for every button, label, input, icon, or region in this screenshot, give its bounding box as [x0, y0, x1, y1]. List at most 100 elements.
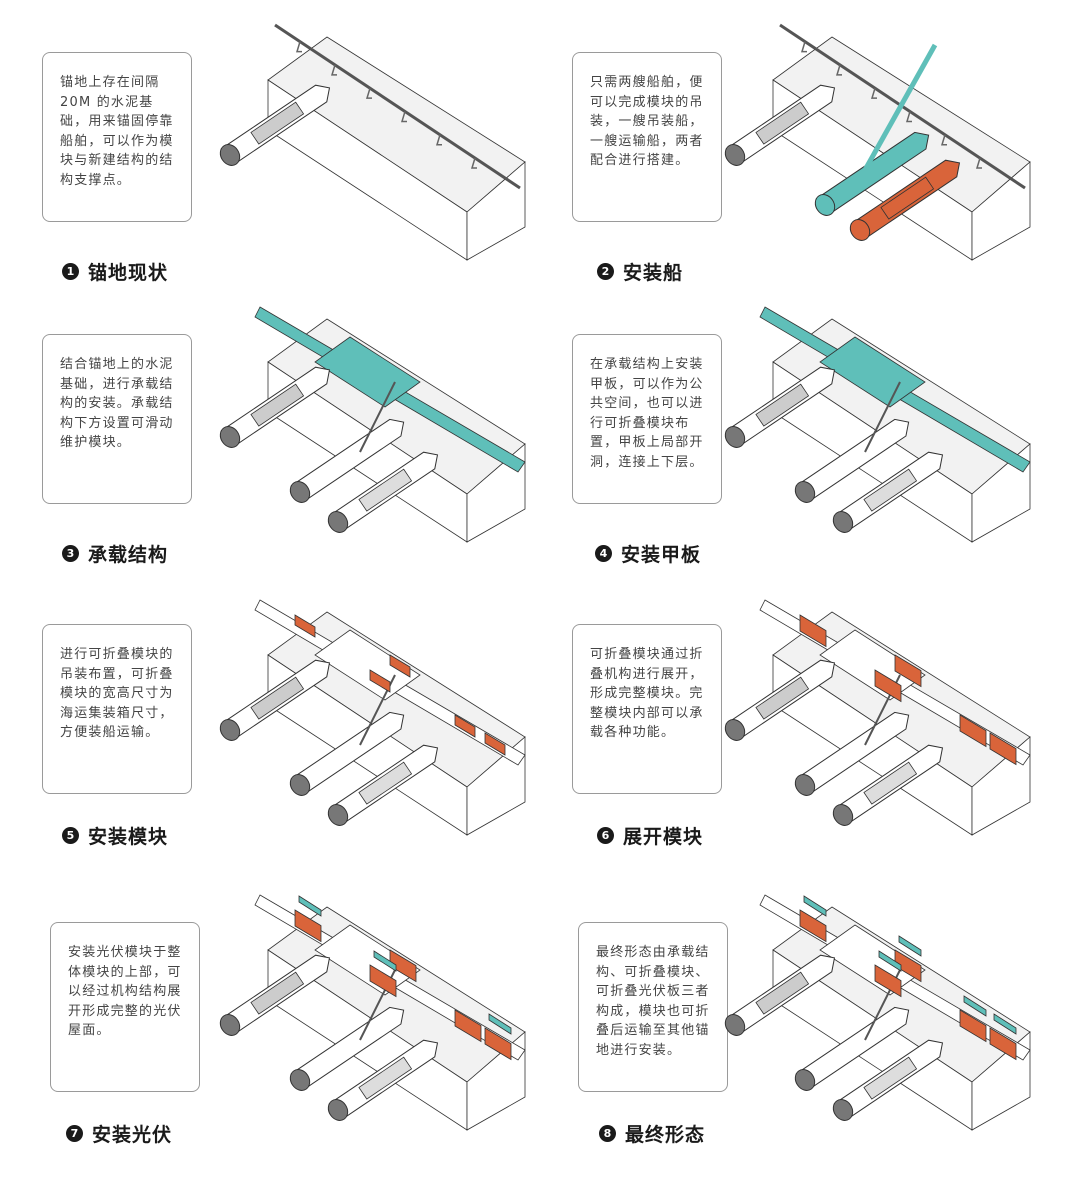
description-box: 可折叠模块通过折叠机构进行展开，形成完整模块。完整模块内部可以承载各种功能。 — [572, 624, 722, 794]
folding-module — [799, 614, 827, 648]
concrete-foundation — [975, 157, 982, 169]
folding-module — [894, 654, 922, 688]
folding-module — [989, 1027, 1017, 1061]
axonometric-drawing — [724, 894, 1031, 1131]
axonometric-drawing — [219, 894, 526, 1131]
moored-ship-cargo — [755, 383, 810, 427]
transport-ship-stern — [327, 511, 349, 533]
transport-ship-stern — [327, 804, 349, 826]
moored-ship-stern — [724, 426, 746, 448]
transport-ship-stern — [849, 219, 871, 241]
transport-ship-cargo — [358, 1056, 413, 1100]
step-label: 1 锚地现状 — [62, 258, 168, 285]
concrete-foundation — [835, 64, 842, 76]
moored-ship-cargo — [250, 971, 305, 1015]
folding-module — [874, 964, 902, 998]
moored-ship-stern — [724, 1014, 746, 1036]
step-title: 展开模块 — [623, 826, 704, 848]
folding-module — [959, 1009, 987, 1043]
description-box: 锚地上存在间隔20M 的水泥基础，用来锚固停靠船舶，可以作为模块与新建结构的结构… — [42, 52, 192, 222]
solar-panel — [898, 935, 922, 957]
solar-panel — [298, 895, 322, 917]
step-number-badge: 7 — [66, 1125, 83, 1142]
solar-panel — [488, 1013, 512, 1035]
bearing-structure-cross — [314, 336, 421, 408]
axonometric-drawing — [724, 306, 1031, 543]
concrete-foundation — [470, 157, 477, 169]
folding-module — [294, 614, 316, 638]
folding-module — [959, 714, 987, 748]
moored-ship-cargo — [755, 971, 810, 1015]
axonometric-drawing — [219, 23, 526, 261]
transport-ship-cargo — [863, 1056, 918, 1100]
axonometric-drawing — [724, 23, 1031, 261]
crane-ship-stern — [289, 774, 311, 796]
folding-module — [369, 964, 397, 998]
crane-ship-stern — [814, 194, 836, 216]
description-box: 只需两艘船舶，便可以完成模块的吊装，一艘吊装船，一艘运输船，两者配合进行搭建。 — [572, 52, 722, 222]
step-number-badge: 3 — [62, 545, 79, 562]
crane-ship-stern — [794, 774, 816, 796]
folding-module — [484, 732, 506, 756]
step-label: 3 承载结构 — [62, 540, 168, 567]
step-title: 承载结构 — [88, 544, 169, 566]
moored-ship-stern — [724, 144, 746, 166]
step-number-badge: 4 — [595, 545, 612, 562]
concrete-foundation — [435, 134, 442, 146]
transport-ship-cargo — [863, 468, 918, 512]
concrete-foundation — [295, 41, 302, 53]
description-box: 在承载结构上安装甲板，可以作为公共空间，也可以进行可折叠模块布置，甲板上局部开洞… — [572, 334, 722, 504]
concrete-foundation — [400, 111, 407, 123]
moored-ship-stern — [219, 1014, 241, 1036]
moored-ship-cargo — [250, 101, 305, 145]
folding-module — [369, 669, 391, 693]
description-box: 最终形态由承载结构、可折叠模块、可折叠光伏板三者构成，模块也可折叠后运输至其他锚… — [578, 922, 728, 1092]
transport-ship-cargo — [863, 761, 918, 805]
description-box: 安装光伏模块于整体模块的上部，可以经过机构结构展开形成完整的光伏屋面。 — [50, 922, 200, 1092]
step-number-badge: 8 — [599, 1125, 616, 1142]
step-label: 2 安装船 — [597, 258, 683, 285]
step-title: 锚地现状 — [88, 262, 169, 284]
folding-module — [454, 714, 476, 738]
step-number-badge: 1 — [62, 263, 79, 280]
transport-ship-stern — [832, 804, 854, 826]
solar-panel — [993, 1013, 1017, 1035]
transport-ship-cargo — [358, 468, 413, 512]
transport-ship-stern — [832, 511, 854, 533]
crane-boom — [359, 381, 396, 453]
concrete-foundation — [800, 41, 807, 53]
folding-module — [484, 1027, 512, 1061]
crane-boom — [862, 43, 938, 172]
transport-ship-stern — [832, 1099, 854, 1121]
crane-ship-stern — [794, 1069, 816, 1091]
crane-boom — [864, 381, 901, 453]
transport-ship-cargo — [880, 176, 935, 220]
concrete-foundation — [940, 134, 947, 146]
mooring-rail — [274, 23, 521, 190]
axonometric-drawing — [219, 599, 526, 836]
transport-ship-stern — [327, 1099, 349, 1121]
folding-module — [989, 732, 1017, 766]
solar-panel — [878, 950, 902, 972]
folding-module — [389, 654, 411, 678]
solar-panel — [803, 895, 827, 917]
step-title: 安装光伏 — [92, 1124, 173, 1146]
description-box: 结合锚地上的水泥基础，进行承载结构的安装。承载结构下方设置可滑动维护模块。 — [42, 334, 192, 504]
concrete-foundation — [905, 111, 912, 123]
folding-module — [454, 1009, 482, 1043]
concrete-foundation — [365, 87, 372, 99]
moored-ship-stern — [219, 144, 241, 166]
solar-panel — [963, 995, 987, 1017]
step-title: 安装船 — [623, 262, 684, 284]
axonometric-drawing — [724, 599, 1031, 836]
crane-ship-stern — [289, 1069, 311, 1091]
step-number-badge: 5 — [62, 827, 79, 844]
step-number-badge: 2 — [597, 263, 614, 280]
step-label: 7 安装光伏 — [66, 1120, 172, 1147]
moored-ship-stern — [219, 719, 241, 741]
moored-ship-stern — [219, 426, 241, 448]
description-box: 进行可折叠模块的吊装布置，可折叠模块的宽高尺寸为海运集装箱尺寸，方便装船运输。 — [42, 624, 192, 794]
folding-module — [874, 669, 902, 703]
